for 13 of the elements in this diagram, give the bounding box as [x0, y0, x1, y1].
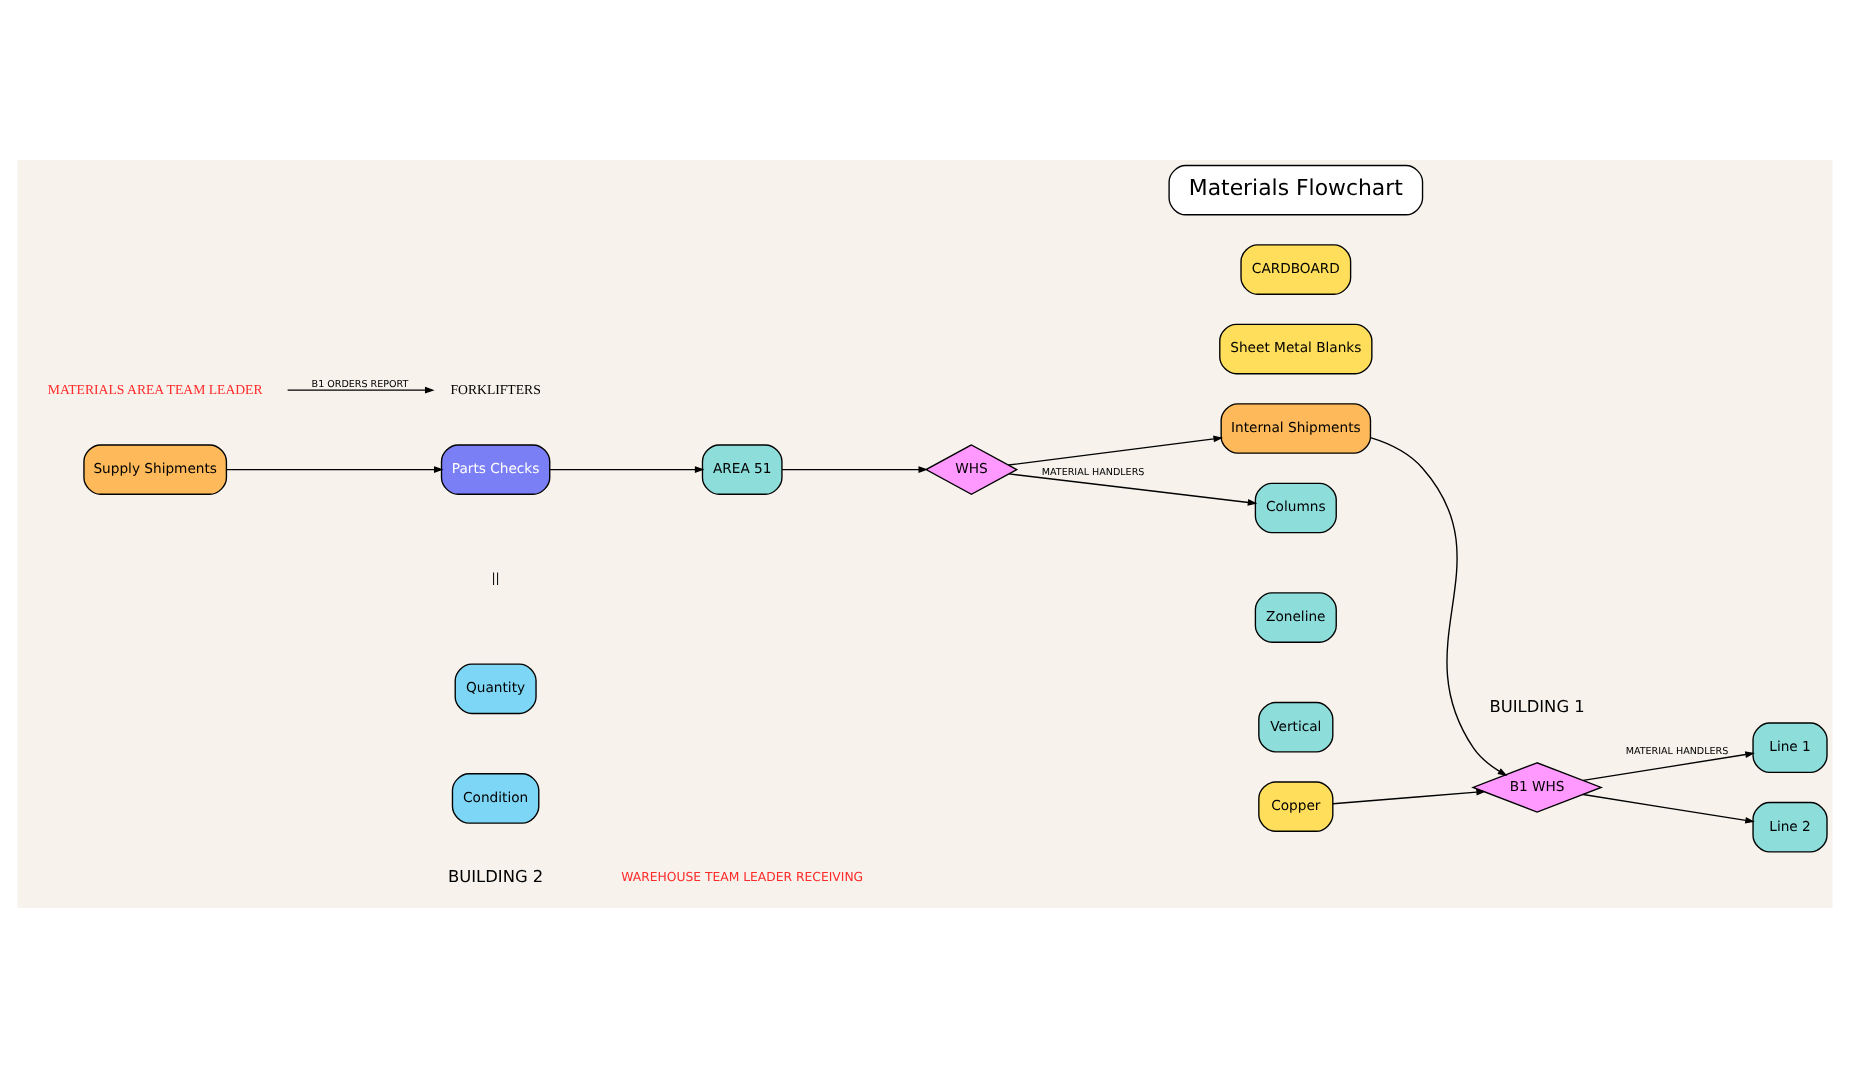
arrow — [1007, 435, 1224, 466]
arrow — [1008, 473, 1258, 506]
arrow — [286, 386, 435, 394]
arrow — [1582, 793, 1755, 824]
arrow — [1369, 437, 1508, 776]
arrow — [781, 466, 929, 473]
arrow — [225, 466, 444, 473]
node-box: Materials Flowchart — [1168, 164, 1424, 216]
label: BUILDING 2 — [447, 866, 544, 887]
arrow — [549, 466, 705, 473]
label: BUILDING 1 — [1489, 696, 1585, 717]
arrow — [1332, 788, 1486, 805]
arrow — [1582, 751, 1755, 782]
